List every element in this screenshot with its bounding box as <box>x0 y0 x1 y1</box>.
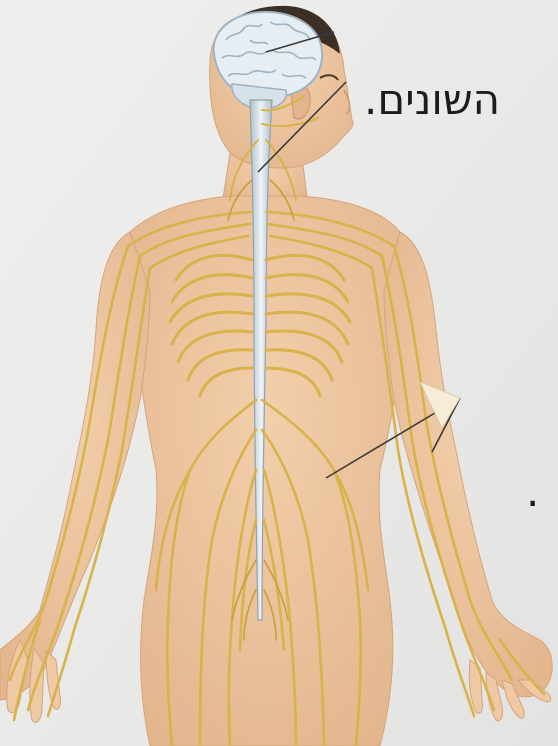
label-fragment-mid: . <box>526 466 558 518</box>
label-fragment-top: השונים. <box>364 74 558 126</box>
